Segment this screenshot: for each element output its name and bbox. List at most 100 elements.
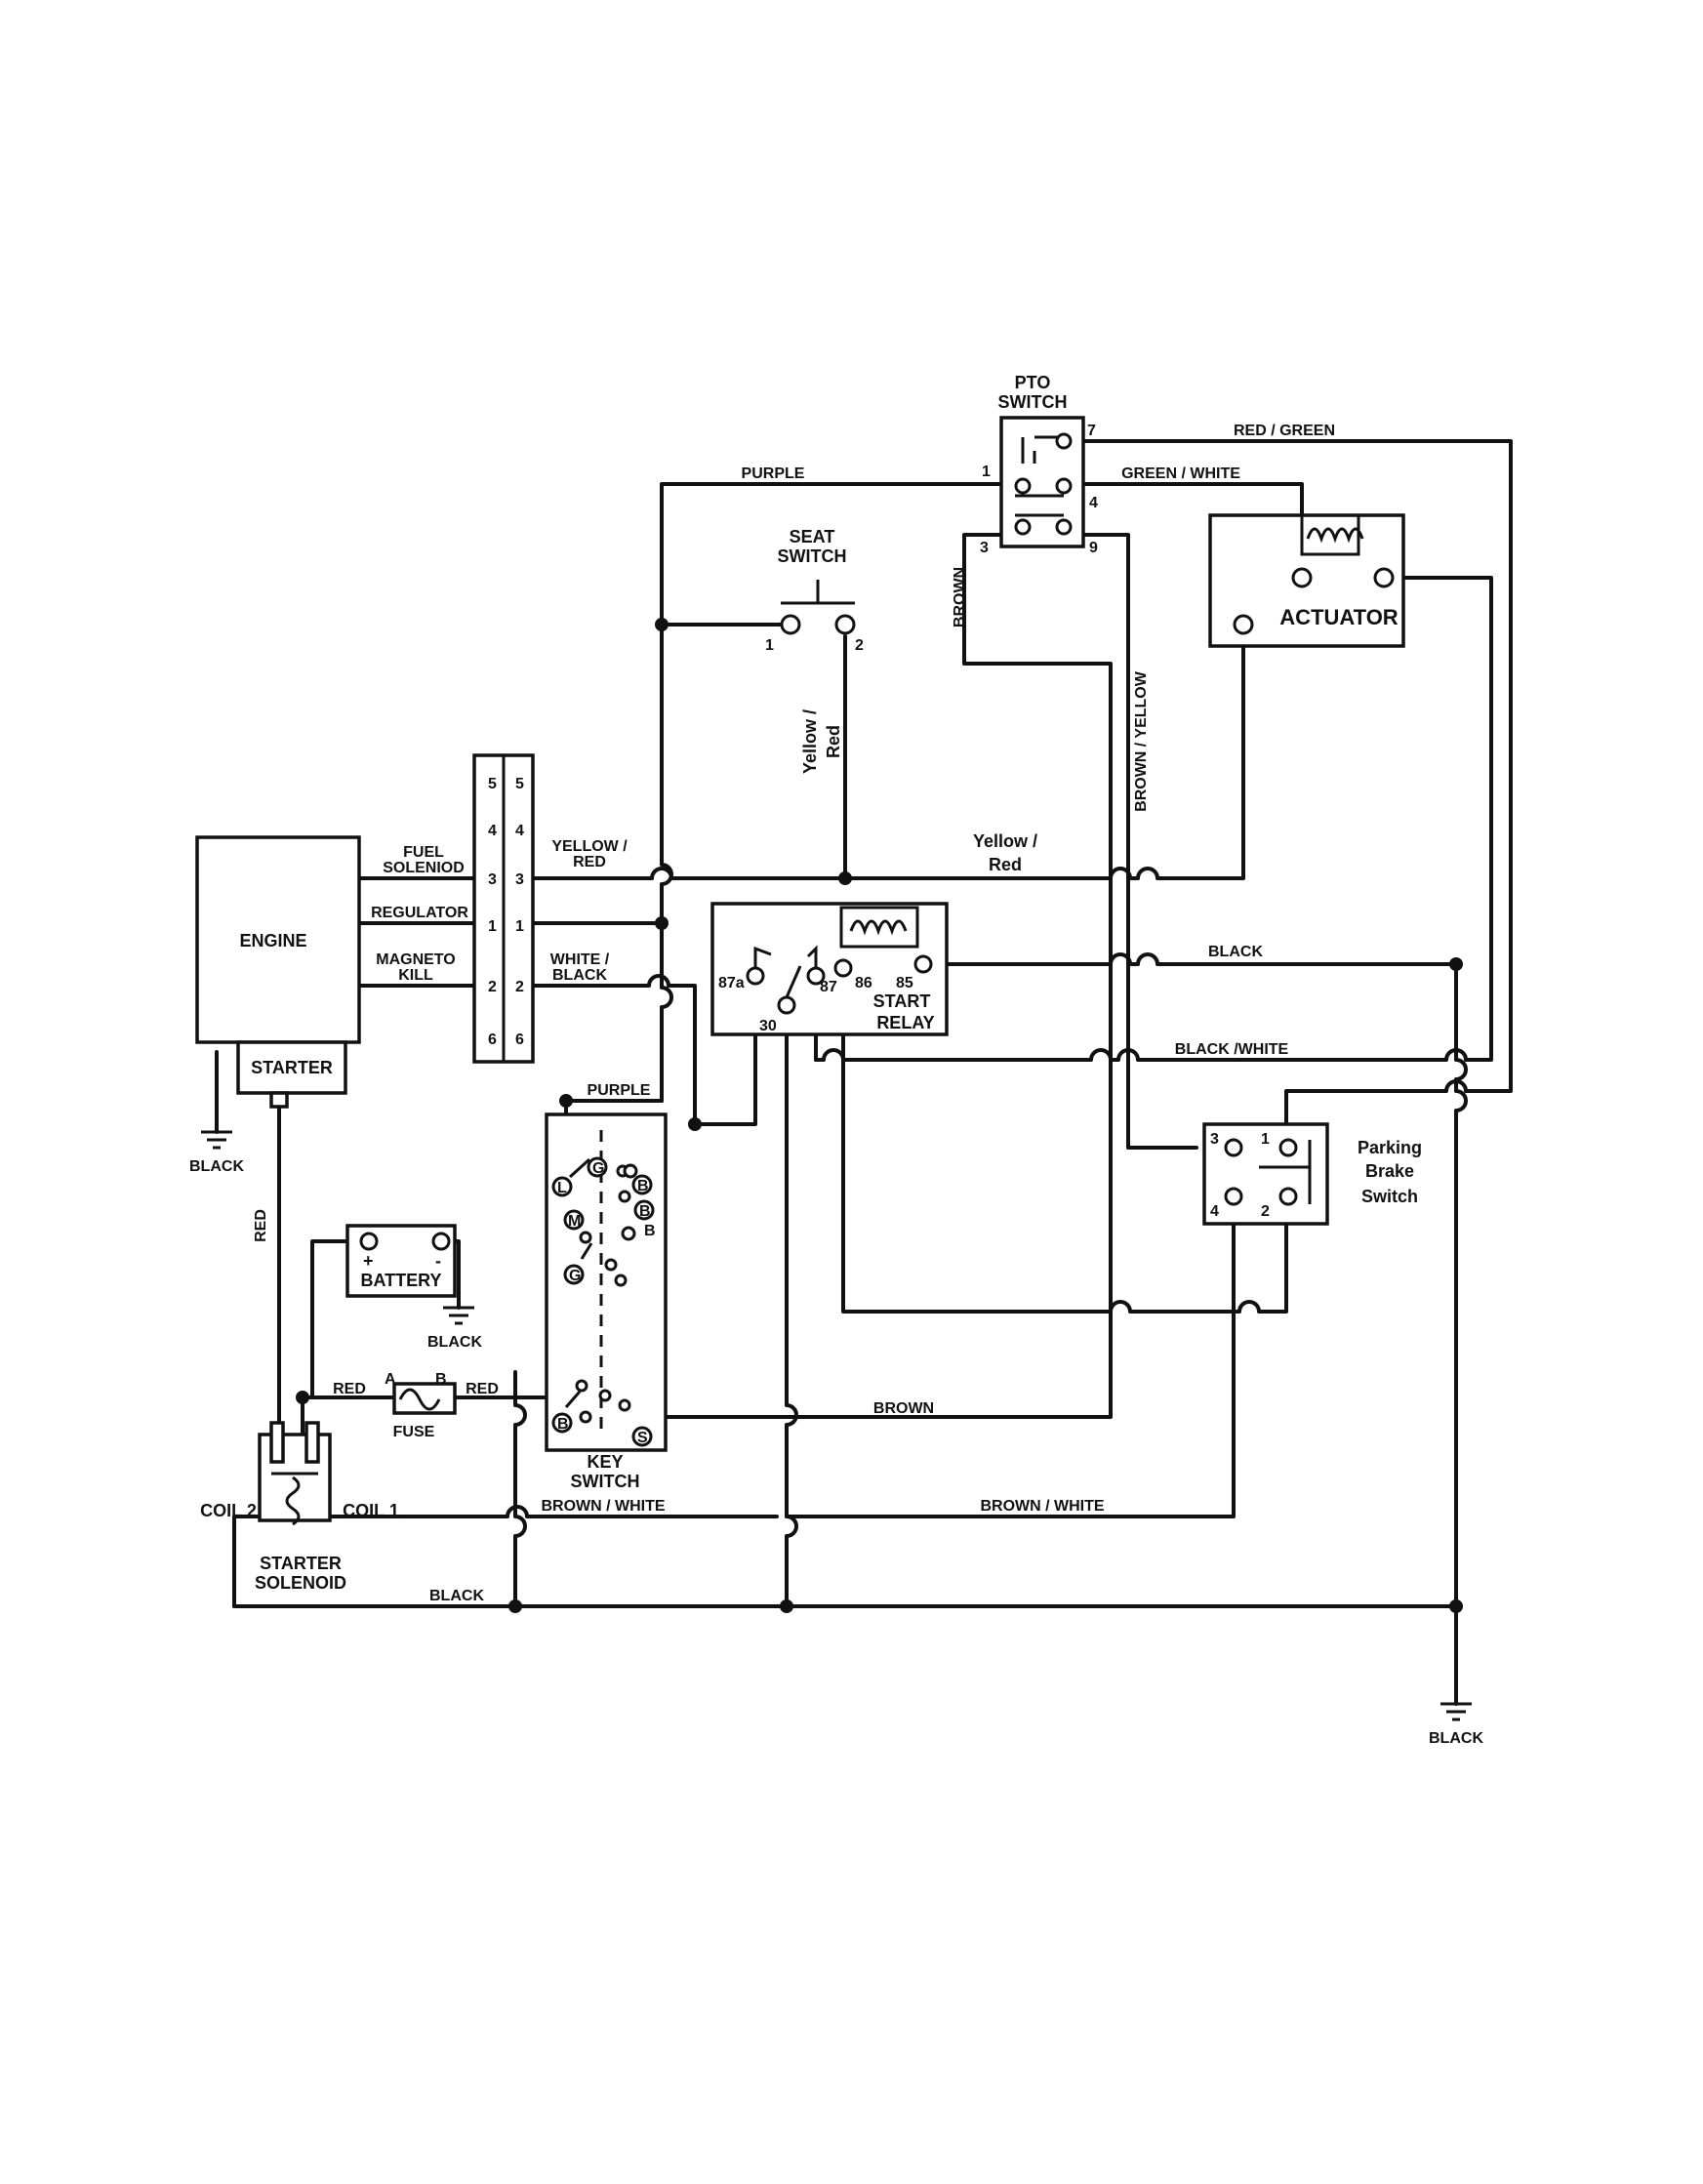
pin-5-left: 5 [488, 776, 497, 792]
relay-terminal-85: 85 [896, 975, 913, 991]
key-terminal-b3: B [644, 1223, 656, 1239]
wire-purple-column [660, 623, 673, 1103]
key-switch-title-1: KEY [587, 1452, 623, 1472]
pin-1-right: 1 [515, 918, 524, 935]
wire-black-column [1454, 962, 1468, 1706]
label-yellow-red-upper-2: RED [573, 854, 606, 870]
fuse-terminal-a: A [385, 1371, 396, 1388]
pto-terminal-1: 1 [982, 464, 991, 480]
fuse-terminal-b: B [435, 1371, 447, 1388]
key-terminal-s: S [637, 1430, 648, 1446]
pin-3-right: 3 [515, 871, 524, 888]
actuator: ACTUATOR [1208, 513, 1405, 648]
key-switch-title-2: SWITCH [571, 1472, 640, 1491]
connector-block: 5 5 4 4 3 3 1 1 2 2 6 6 [472, 753, 535, 1064]
parking-brake-switch: 3 1 4 2 Parking Brake Switch [1202, 1122, 1422, 1226]
key-terminal-b2: B [639, 1203, 651, 1220]
wire-white-black [468, 974, 697, 1126]
pin-3-left: 3 [488, 871, 497, 888]
key-switch: G B B L B M G B S KEY SWITCH [545, 1112, 668, 1491]
parking-terminal-4: 4 [1210, 1203, 1219, 1220]
label-red-a: RED [333, 1381, 366, 1397]
label-yellow-red-vertical-1: Yellow / [800, 709, 820, 774]
junction-dots [296, 618, 1463, 1613]
coil-1-label: COIL 1 [343, 1501, 399, 1520]
pto-switch: PTO SWITCH 1 7 4 3 9 [980, 373, 1098, 556]
parking-title-1: Parking [1358, 1138, 1422, 1157]
ground-label-main: BLACK [1429, 1730, 1483, 1747]
relay-terminal-87a: 87a [718, 975, 745, 991]
pin-1-left: 1 [488, 918, 497, 935]
label-brown-key: BROWN [873, 1400, 934, 1417]
label-purple-key: PURPLE [588, 1082, 651, 1099]
wire-relay-86 [841, 974, 1288, 1314]
seat-switch-title-1: SEAT [790, 527, 835, 546]
port-fuel-solenoid-1: FUEL [403, 844, 444, 861]
parking-title-3: Switch [1361, 1187, 1418, 1206]
pto-switch-title-1: PTO [1015, 373, 1051, 392]
parking-title-2: Brake [1365, 1161, 1414, 1181]
label-red-green: RED / GREEN [1234, 423, 1335, 439]
ground-main: BLACK [1429, 1702, 1483, 1747]
wire-relay-30 [785, 1003, 798, 1608]
label-purple-top: PURPLE [742, 465, 805, 482]
label-brown-white-1: BROWN / WHITE [541, 1498, 665, 1515]
coil-2-label: COIL 2 [200, 1501, 257, 1520]
engine-label: ENGINE [239, 931, 306, 950]
ground-label-battery: BLACK [427, 1334, 482, 1351]
label-brown-yellow: BROWN / YELLOW [1133, 670, 1150, 812]
label-red-b: RED [466, 1381, 499, 1397]
label-white-black-2: BLACK [552, 967, 607, 984]
wire-brown-pto3 [652, 533, 1113, 1419]
ground-battery: BLACK [427, 1306, 482, 1351]
wire-key-ground [513, 1370, 527, 1608]
seat-terminal-2: 2 [855, 637, 864, 654]
label-yellow-red-main-2: Red [989, 855, 1022, 874]
ground-starter: BLACK [189, 1130, 244, 1175]
parking-terminal-2: 2 [1261, 1203, 1270, 1220]
starter-label: STARTER [251, 1058, 333, 1077]
port-magneto-2: KILL [398, 967, 433, 984]
relay-terminal-87: 87 [820, 979, 837, 995]
battery-plus: + [363, 1251, 374, 1271]
label-black-white: BLACK /WHITE [1175, 1041, 1289, 1058]
pin-6-left: 6 [488, 1031, 497, 1048]
battery-label: BATTERY [361, 1271, 442, 1290]
pin-4-left: 4 [488, 823, 497, 839]
seat-terminal-1: 1 [765, 637, 774, 654]
fuse-label: FUSE [393, 1424, 435, 1440]
parking-terminal-1: 1 [1261, 1131, 1270, 1148]
starter-solenoid-title-2: SOLENOID [255, 1573, 346, 1593]
wire-black-85 [921, 952, 1458, 966]
actuator-label: ACTUATOR [1279, 605, 1399, 629]
pto-terminal-3: 3 [980, 540, 989, 556]
wires [215, 439, 1513, 1706]
label-brown-pto: BROWN [952, 567, 968, 627]
label-white-black-1: WHITE / [550, 951, 610, 968]
key-terminal-b1: B [637, 1178, 649, 1194]
wire-green-white [1070, 482, 1304, 517]
engine: ENGINE FUEL SOLENIOD REGULATOR MAGNETO K… [195, 835, 468, 1044]
pin-2-left: 2 [488, 979, 497, 995]
key-terminal-b4: B [557, 1416, 569, 1433]
pto-terminal-7: 7 [1087, 423, 1096, 439]
port-magneto-1: MAGNETO [376, 951, 455, 968]
port-fuel-solenoid-2: SOLENIOD [383, 860, 465, 876]
wire-purple-keyswitch [564, 1099, 664, 1116]
pto-switch-title-2: SWITCH [998, 392, 1068, 412]
ground-label-starter: BLACK [189, 1158, 244, 1175]
label-green-white: GREEN / WHITE [1121, 465, 1240, 482]
port-regulator: REGULATOR [371, 905, 468, 921]
seat-switch: SEAT SWITCH 1 2 [765, 527, 864, 654]
fuse: A B FUSE [385, 1371, 457, 1440]
pin-4-right: 4 [515, 823, 524, 839]
wire-brown-yellow [1070, 533, 1198, 1150]
start-relay: 87a 30 87 86 85 START RELAY [710, 902, 949, 1036]
starter-solenoid-title-1: STARTER [260, 1554, 342, 1573]
pin-2-right: 2 [515, 979, 524, 995]
pto-terminal-4: 4 [1089, 495, 1098, 511]
label-yellow-red-vertical-2: Red [824, 725, 843, 758]
key-terminal-l: L [557, 1180, 567, 1196]
start-relay-title-2: RELAY [876, 1013, 934, 1032]
pto-terminal-9: 9 [1089, 540, 1098, 556]
